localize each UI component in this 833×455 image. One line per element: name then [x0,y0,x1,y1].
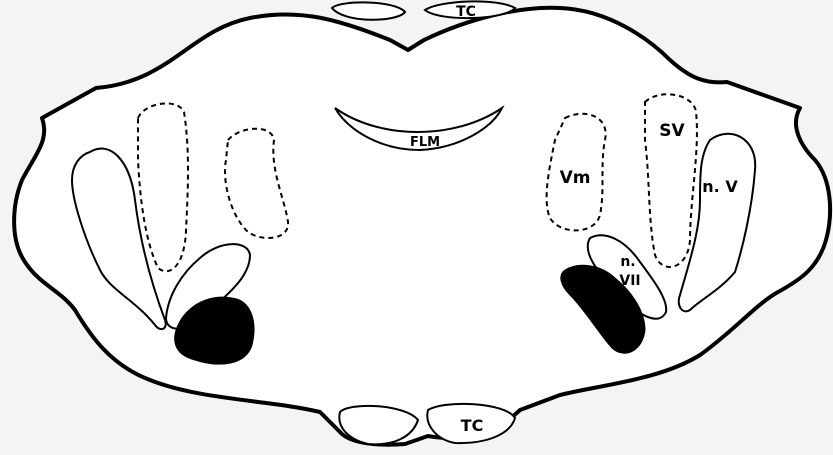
n-vii-label-line1: n. [620,254,635,270]
tc-bottom-label: TC [461,416,484,435]
top-left-bulge [332,2,405,19]
tc-top-label: TC [456,4,476,20]
flm-label: FLM [410,135,440,150]
n-v-label: n. V [702,177,738,196]
vm-label: Vm [560,168,591,188]
sv-label: SV [659,121,685,141]
